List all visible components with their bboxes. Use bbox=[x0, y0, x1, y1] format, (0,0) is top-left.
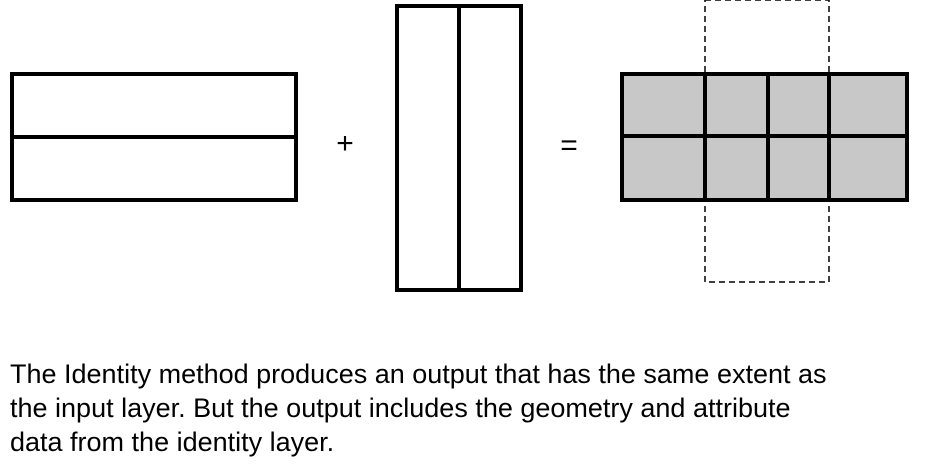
identity-overlay-diagram: + = bbox=[10, 0, 909, 292]
output-layer bbox=[620, 0, 909, 283]
caption: The Identity method produces an output t… bbox=[10, 357, 930, 459]
caption-line-2: the input layer. But the output includes… bbox=[10, 393, 791, 423]
plus-sign: + bbox=[336, 127, 354, 160]
caption-line-3: data from the identity layer. bbox=[10, 427, 335, 457]
input-layer bbox=[10, 72, 298, 202]
caption-line-1: The Identity method produces an output t… bbox=[10, 359, 827, 389]
identity-layer bbox=[395, 4, 523, 292]
equals-sign: = bbox=[560, 129, 578, 162]
